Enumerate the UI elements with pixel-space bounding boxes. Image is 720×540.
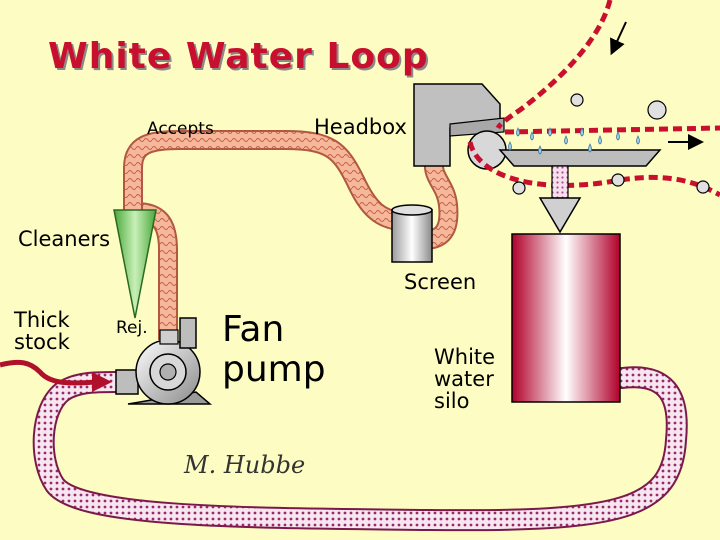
accepts-label: Accepts <box>147 119 214 139</box>
white-water-silo-label: White water silo <box>434 345 496 414</box>
thick-stock-label: Thick stock <box>14 308 70 355</box>
rejects-label: Rej. <box>116 318 148 338</box>
headbox-label: Headbox <box>314 115 407 139</box>
drainage-tray <box>498 149 662 167</box>
pressure-screen <box>391 204 433 263</box>
fan-pump <box>115 317 213 405</box>
accepts-pipe <box>123 130 411 232</box>
thick-stock-inlet <box>0 359 112 392</box>
white-water-silo <box>511 233 621 403</box>
white-water-loop-pipe <box>32 366 688 532</box>
cleaners-label: Cleaners <box>18 227 111 251</box>
tray-to-silo-flow <box>538 165 582 234</box>
machine-direction-arrows <box>610 21 704 150</box>
page-title: White Water Loop <box>48 36 429 77</box>
forming-wire <box>467 0 720 198</box>
water-droplets <box>508 127 640 155</box>
fan-pump-label: Fan pump <box>222 309 326 390</box>
screen-label: Screen <box>404 270 477 294</box>
wire-rolls <box>512 93 710 195</box>
cleaner-cone <box>113 209 157 319</box>
screen-to-headbox-pipe <box>423 160 459 250</box>
author-credit: M. Hubbe <box>184 451 306 479</box>
